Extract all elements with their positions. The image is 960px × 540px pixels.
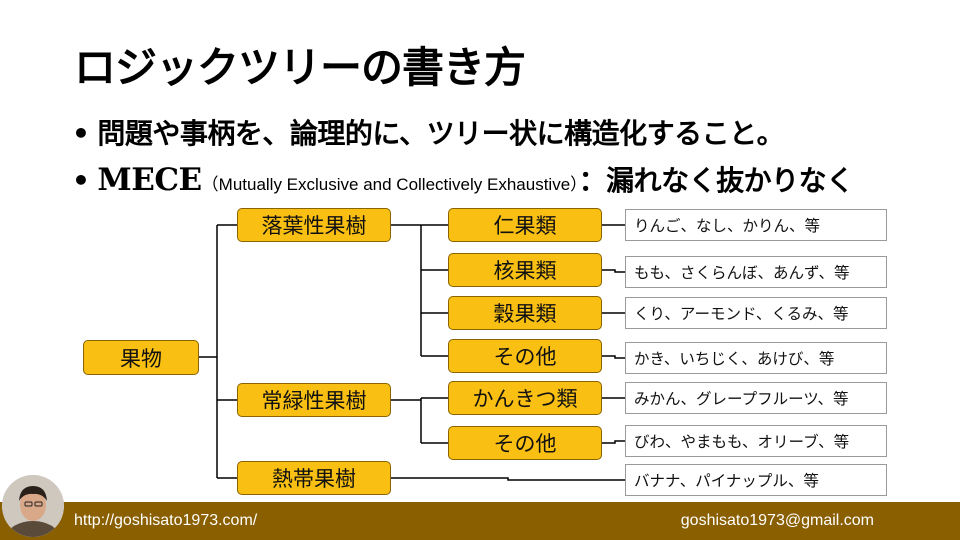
tree-node-pome: 仁果類: [448, 208, 602, 242]
tree-node-evergreen: 常緑性果樹: [237, 383, 391, 417]
tree-leaf-citrus-examples: みかん、グレープフルーツ、等: [625, 382, 887, 414]
tree-leaf-deciduous-other-examples: かき、いちじく、あけび、等: [625, 342, 887, 374]
tree-node-deciduous-other: その他: [448, 339, 602, 373]
tree-node-nut: 穀果類: [448, 296, 602, 330]
tree-leaf-pome-examples: りんご、なし、かりん、等: [625, 209, 887, 241]
tree-leaf-stone-fruit-examples: もも、さくらんぼ、あんず、等: [625, 256, 887, 288]
footer-website-link[interactable]: http://goshisato1973.com/: [74, 512, 257, 530]
tree-node-evergreen-other: その他: [448, 426, 602, 460]
tree-node-deciduous: 落葉性果樹: [237, 208, 391, 242]
tree-node-tropical: 熱帯果樹: [237, 461, 391, 495]
footer-email-link[interactable]: goshisato1973@gmail.com: [681, 512, 874, 530]
tree-node-citrus: かんきつ類: [448, 381, 602, 415]
author-avatar: [2, 475, 64, 537]
tree-node-stone-fruit: 核果類: [448, 253, 602, 287]
tree-leaf-tropical-examples: バナナ、パイナップル、等: [625, 464, 887, 496]
tree-root-node: 果物: [83, 340, 199, 375]
tree-leaf-nut-examples: くり、アーモンド、くるみ、等: [625, 297, 887, 329]
footer-bar: http://goshisato1973.com/ goshisato1973@…: [0, 502, 960, 540]
tree-leaf-evergreen-other-examples: びわ、やまもも、オリーブ、等: [625, 425, 887, 457]
